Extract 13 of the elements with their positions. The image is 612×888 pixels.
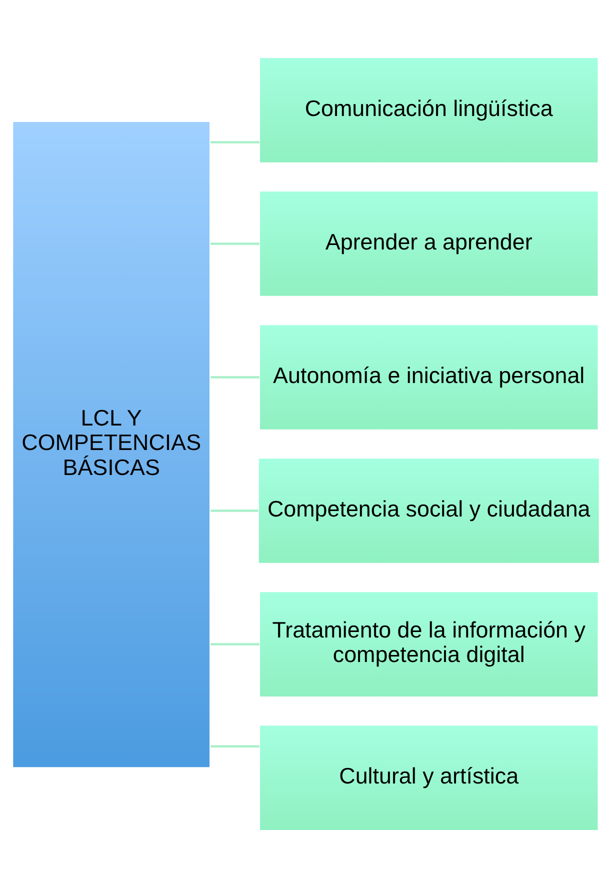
node-box: Autonomía e iniciativa personal	[258, 324, 599, 431]
connector	[210, 745, 260, 748]
node-box: LCL Y COMPETENCIAS BÁSICAS	[12, 120, 211, 768]
node-box: Tratamiento de la información y competencia digital	[258, 590, 599, 698]
node-box: Comunicación lingüística	[258, 56, 599, 164]
connector	[210, 242, 260, 245]
node-box: Aprender a aprender	[258, 190, 599, 298]
node-box: Cultural y artística	[258, 724, 599, 832]
node-box: Competencia social y ciudadana	[258, 457, 600, 564]
connector	[210, 643, 260, 646]
connector	[210, 376, 260, 378]
connector	[210, 510, 258, 512]
connector	[210, 141, 260, 144]
